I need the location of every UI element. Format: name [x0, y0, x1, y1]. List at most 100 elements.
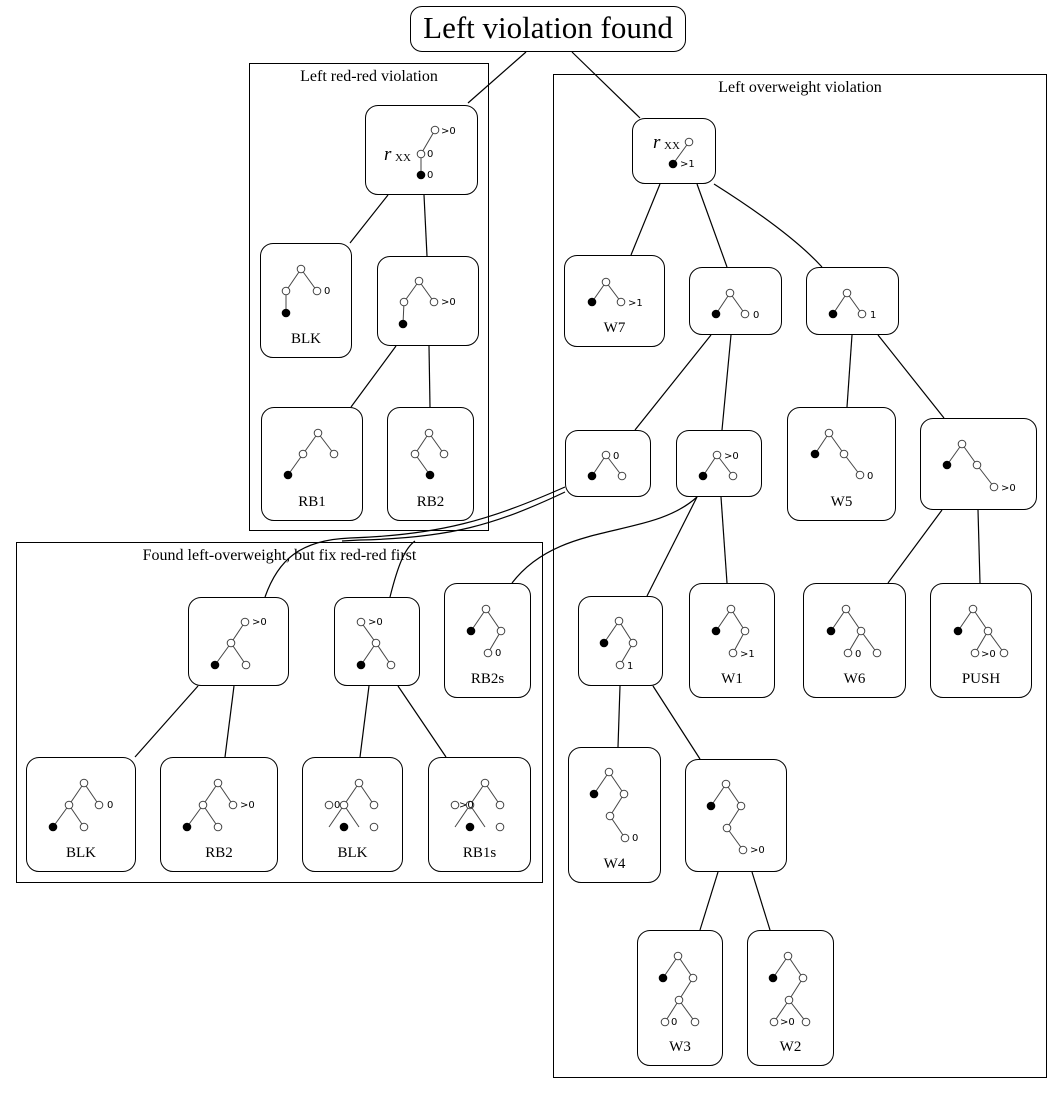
tree-node-push[interactable]: >0 PUSH — [930, 583, 1032, 698]
black-node-icon — [698, 471, 708, 481]
weight-label: 1 — [870, 310, 876, 321]
tree-node-w3[interactable]: 0 W3 — [637, 930, 723, 1066]
tree-diagram-root-overweight: >1 r XX — [653, 132, 695, 170]
tree-node-w5[interactable]: 0 W5 — [787, 407, 896, 521]
tree-node-mid-one[interactable]: 1 — [806, 267, 899, 335]
white-node-icon — [324, 800, 334, 810]
white-node-icon — [604, 767, 614, 777]
tree-node-blk-found-2[interactable]: 0 BLK — [302, 757, 403, 872]
tree-node-w7[interactable]: >1 W7 — [564, 255, 665, 347]
tree-diagram-blk-found-1: 0 — [48, 778, 113, 832]
tree-node-rb2-found[interactable]: >0 RB2 — [160, 757, 278, 872]
black-node-icon — [587, 297, 597, 307]
tree-diagram-w3: 0 — [658, 951, 700, 1028]
tree-diagram-rb2 — [410, 428, 449, 480]
tree-node-w2[interactable]: >0 W2 — [747, 930, 834, 1066]
white-node-icon — [371, 638, 381, 648]
white-node-icon — [339, 800, 349, 810]
tree-node-rb1[interactable]: RB1 — [261, 407, 363, 521]
node-label: W5 — [830, 494, 853, 510]
node-label: RB1s — [462, 845, 497, 861]
white-node-icon — [601, 277, 611, 287]
tree-diagram-mid-zero: 0 — [711, 288, 759, 321]
white-node-icon — [970, 648, 980, 658]
tree-node-rb2[interactable]: RB2 — [387, 407, 474, 521]
white-node-icon — [674, 995, 684, 1005]
tree-diagram-w5: 0 — [810, 428, 873, 482]
weight-label: 0 — [753, 310, 759, 321]
weight-label: 0 — [613, 451, 619, 462]
tree-diagram-right-gt0: >0 — [942, 439, 1016, 494]
tree-node-rb2s[interactable]: 0 RB2s — [444, 583, 531, 698]
tree-diagram-found-mid: >0 — [356, 617, 396, 670]
weight-label: 0 — [324, 286, 330, 297]
white-node-icon — [465, 800, 475, 810]
white-node-icon — [601, 450, 611, 460]
white-node-icon — [410, 449, 420, 459]
tree-node-w6[interactable]: 0 W6 — [803, 583, 906, 698]
tree-node-left-gt0[interactable]: >0 — [676, 430, 762, 497]
white-node-icon — [722, 823, 732, 833]
white-node-icon — [784, 995, 794, 1005]
white-node-icon — [798, 973, 808, 983]
tree-diagram-w6: 0 — [826, 604, 882, 660]
white-node-icon — [313, 428, 323, 438]
weight-label: 0 — [427, 170, 433, 181]
white-node-icon — [483, 648, 493, 658]
tree-node-rb1s[interactable]: >0 RB1s — [428, 757, 531, 872]
tree-node-intermediate-red-red[interactable]: >0 — [377, 256, 479, 346]
node-label: BLK — [66, 845, 96, 861]
black-node-icon — [281, 308, 291, 318]
tree-node-found-mid[interactable]: >0 — [334, 597, 420, 686]
weight-label: >0 — [252, 617, 267, 628]
tree-node-found-left[interactable]: >0 — [188, 597, 289, 686]
white-node-icon — [198, 800, 208, 810]
white-node-icon — [619, 789, 629, 799]
white-node-icon — [628, 638, 638, 648]
white-node-icon — [356, 617, 366, 627]
tree-node-root-overweight[interactable]: >1 r XX — [632, 118, 716, 184]
white-node-icon — [688, 973, 698, 983]
group-title-overweight: Left overweight violation — [718, 79, 882, 96]
white-node-icon — [983, 626, 993, 636]
white-node-icon — [213, 778, 223, 788]
tree-node-w1[interactable]: >1 W1 — [689, 583, 775, 698]
white-node-icon — [972, 460, 982, 470]
black-node-icon — [425, 470, 435, 480]
group-left-red-red-violation: Left red-red violation — [249, 63, 489, 531]
tree-diagram-one-deep: 1 — [599, 616, 638, 672]
white-node-icon — [968, 604, 978, 614]
tree-node-left-zero[interactable]: 0 — [565, 430, 651, 497]
tree-diagram-left-zero: 0 — [587, 450, 627, 481]
tree-node-deep-gt0[interactable]: >0 — [685, 759, 787, 872]
weight-label: 0 — [427, 149, 433, 160]
tree-node-one-deep[interactable]: 1 — [578, 596, 663, 686]
tree-node-root-red-red[interactable]: >0 0 0 r XX — [365, 105, 478, 195]
black-node-icon — [828, 309, 838, 319]
white-node-icon — [736, 801, 746, 811]
tree-node-w4[interactable]: 0 W4 — [568, 747, 661, 883]
black-node-icon — [210, 660, 220, 670]
node-label: BLK — [337, 845, 368, 861]
white-node-icon — [728, 471, 738, 481]
black-node-icon — [711, 309, 721, 319]
white-node-icon — [450, 800, 460, 810]
white-node-icon — [872, 648, 882, 658]
tree-node-blk-red-red[interactable]: 0 BLK — [260, 243, 352, 358]
white-node-icon — [386, 660, 396, 670]
tree-node-mid-zero[interactable]: 0 — [689, 267, 782, 335]
white-node-icon — [660, 1017, 670, 1027]
tree-node-right-gt0[interactable]: >0 — [920, 418, 1037, 510]
white-node-icon — [726, 604, 736, 614]
white-node-icon — [738, 845, 748, 855]
node-label: RB1 — [298, 494, 326, 510]
weight-label: 0 — [495, 648, 501, 659]
weight-label: >1 — [680, 159, 695, 170]
group-title-found: Found left-overweight, but fix red-red f… — [142, 547, 417, 564]
white-node-icon — [957, 439, 967, 449]
tree-node-blk-found-1[interactable]: 0 BLK — [26, 757, 136, 872]
white-node-icon — [240, 617, 250, 627]
root-sub-label: XX — [664, 140, 680, 152]
white-node-icon — [312, 286, 322, 296]
